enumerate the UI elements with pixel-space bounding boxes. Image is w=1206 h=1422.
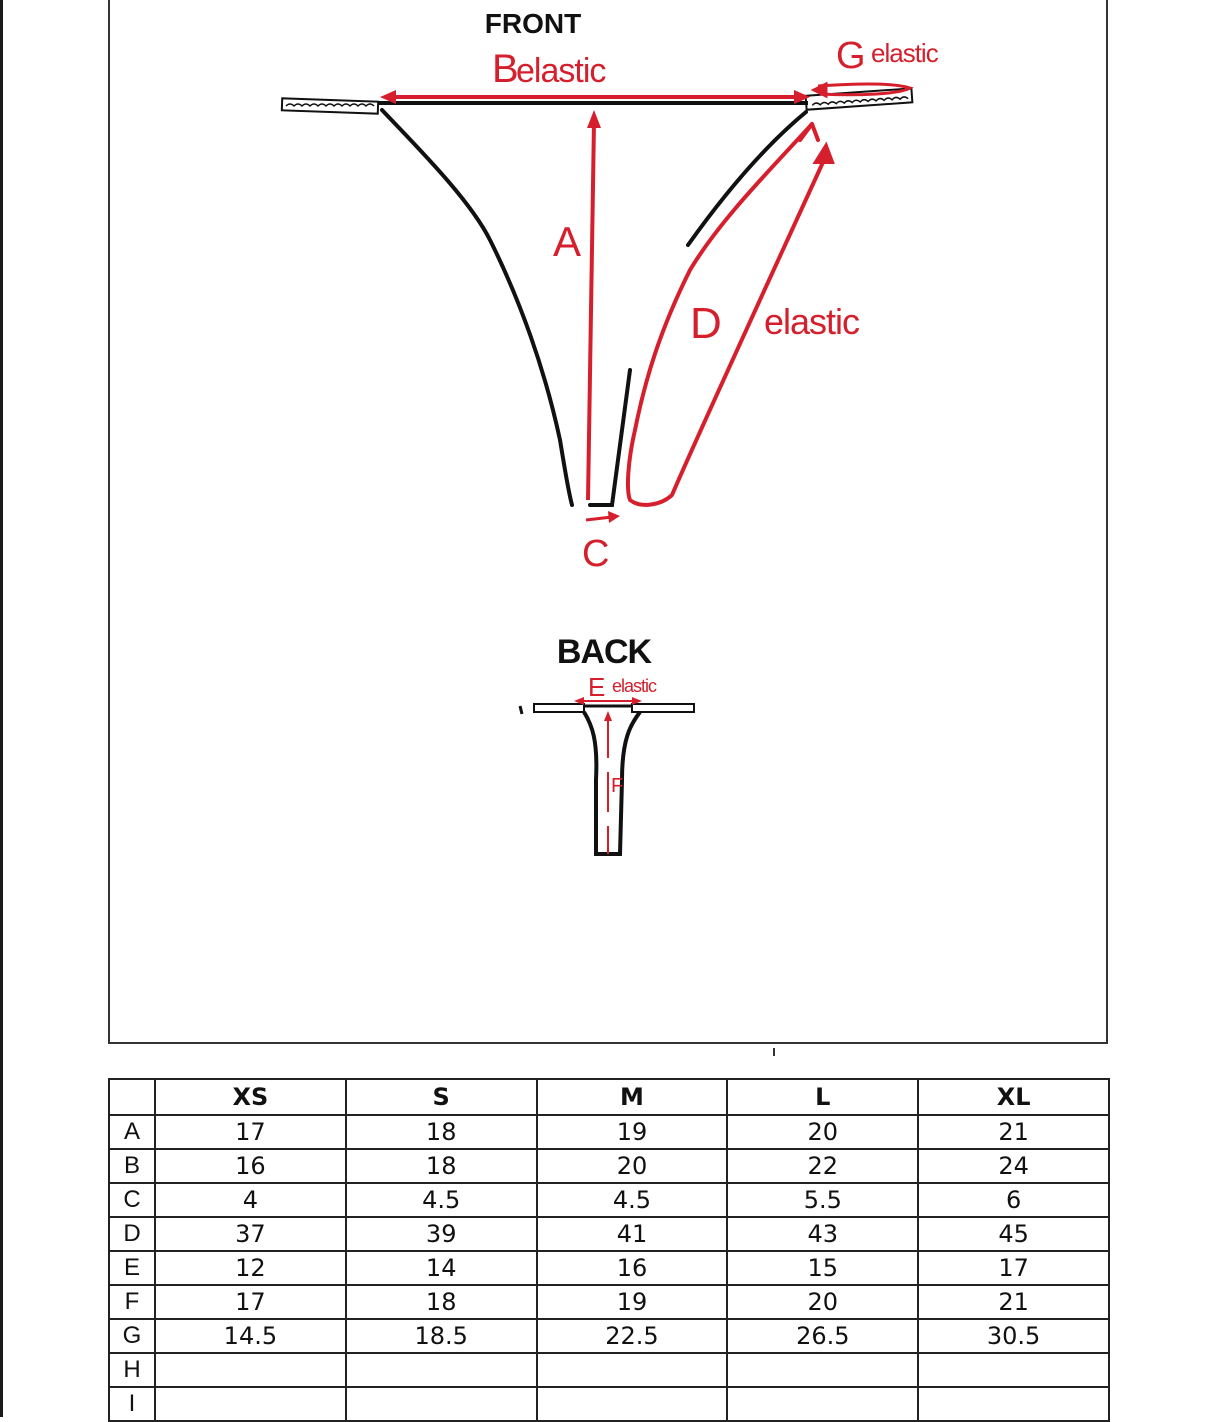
measure-e-word: elastic bbox=[612, 676, 657, 696]
header-empty bbox=[108, 1078, 156, 1116]
cell: 18 bbox=[344, 1284, 538, 1320]
cell: 20 bbox=[535, 1148, 729, 1184]
table-row: H bbox=[108, 1352, 1110, 1388]
measure-b-letter: B bbox=[492, 47, 519, 91]
measure-d bbox=[625, 122, 835, 507]
cell bbox=[535, 1386, 729, 1422]
cell: 43 bbox=[726, 1216, 920, 1252]
header-s: S bbox=[344, 1078, 538, 1116]
cell: 22.5 bbox=[535, 1318, 729, 1354]
table-row: A 17 18 19 20 21 bbox=[108, 1114, 1110, 1150]
measure-g-letter: G bbox=[836, 35, 866, 77]
cell: 19 bbox=[535, 1284, 729, 1320]
cell bbox=[917, 1386, 1110, 1422]
measure-f bbox=[604, 711, 612, 854]
cell: 15 bbox=[726, 1250, 920, 1286]
cell: 14.5 bbox=[154, 1318, 347, 1354]
cell bbox=[535, 1352, 729, 1388]
cell: 4.5 bbox=[344, 1182, 538, 1218]
garment-diagram: FRONT B elastic G elastic A D elasti bbox=[280, 8, 940, 1056]
table-row: E 12 14 16 15 17 bbox=[108, 1250, 1110, 1286]
row-label: I bbox=[108, 1386, 156, 1422]
row-label: E bbox=[108, 1250, 156, 1286]
cell: 18.5 bbox=[344, 1318, 538, 1354]
cell: 14 bbox=[344, 1250, 538, 1286]
cell: 45 bbox=[917, 1216, 1110, 1252]
row-label: C bbox=[108, 1182, 156, 1218]
cell: 16 bbox=[154, 1148, 347, 1184]
measure-f-letter: F bbox=[611, 775, 623, 797]
measure-d-letter: D bbox=[690, 299, 722, 348]
back-waistband bbox=[518, 703, 695, 715]
cell: 20 bbox=[726, 1114, 920, 1150]
cell: 37 bbox=[154, 1216, 347, 1252]
table-row: G 14.5 18.5 22.5 26.5 30.5 bbox=[108, 1318, 1110, 1354]
cell: 26.5 bbox=[726, 1318, 920, 1354]
cell: 16 bbox=[535, 1250, 729, 1286]
measure-b bbox=[380, 90, 810, 104]
cell bbox=[726, 1352, 920, 1388]
row-label: D bbox=[108, 1216, 156, 1252]
measure-c-letter: C bbox=[582, 533, 609, 575]
size-chart-table: XS S M L XL A 17 18 19 20 21 B 16 18 20 … bbox=[108, 1078, 1110, 1422]
header-m: M bbox=[535, 1078, 729, 1116]
cell: 17 bbox=[917, 1250, 1110, 1286]
table-row: B 16 18 20 22 24 bbox=[108, 1148, 1110, 1184]
cell bbox=[344, 1386, 538, 1422]
cell: 41 bbox=[535, 1216, 729, 1252]
row-label: B bbox=[108, 1148, 156, 1184]
table-row: F 17 18 19 20 21 bbox=[108, 1284, 1110, 1320]
table-header-row: XS S M L XL bbox=[108, 1078, 1110, 1116]
row-label: F bbox=[108, 1284, 156, 1320]
front-title: FRONT bbox=[485, 8, 581, 39]
measure-d-word: elastic bbox=[764, 301, 860, 342]
measure-a-letter: A bbox=[553, 218, 581, 265]
front-body-outline bbox=[380, 108, 808, 507]
cell bbox=[344, 1352, 538, 1388]
header-xl: XL bbox=[917, 1078, 1110, 1116]
table-row: I bbox=[108, 1386, 1110, 1422]
cell: 17 bbox=[154, 1284, 347, 1320]
measure-e-letter: E bbox=[588, 672, 605, 702]
cell: 5.5 bbox=[726, 1182, 920, 1218]
cell: 22 bbox=[726, 1148, 920, 1184]
cell: 6 bbox=[917, 1182, 1110, 1218]
header-xs: XS bbox=[154, 1078, 347, 1116]
measure-g-word: elastic bbox=[871, 38, 939, 68]
cell: 19 bbox=[535, 1114, 729, 1150]
cell: 24 bbox=[917, 1148, 1110, 1184]
cell: 18 bbox=[344, 1114, 538, 1150]
row-label: H bbox=[108, 1352, 156, 1388]
measure-a bbox=[586, 110, 601, 501]
table-row: D 37 39 41 43 45 bbox=[108, 1216, 1110, 1252]
cell: 30.5 bbox=[917, 1318, 1110, 1354]
cell: 21 bbox=[917, 1284, 1110, 1320]
row-label: G bbox=[108, 1318, 156, 1354]
cell bbox=[726, 1386, 920, 1422]
measure-b-word: elastic bbox=[516, 52, 606, 90]
cell bbox=[154, 1352, 347, 1388]
measure-g bbox=[810, 81, 914, 99]
table-row: C 4 4.5 4.5 5.5 6 bbox=[108, 1182, 1110, 1218]
cell: 18 bbox=[344, 1148, 538, 1184]
cell bbox=[917, 1352, 1110, 1388]
back-title: BACK bbox=[557, 633, 653, 671]
cell bbox=[154, 1386, 347, 1422]
measure-c bbox=[585, 511, 620, 523]
header-l: L bbox=[726, 1078, 920, 1116]
cell: 21 bbox=[917, 1114, 1110, 1150]
measure-e bbox=[574, 697, 642, 705]
cell: 4 bbox=[154, 1182, 347, 1218]
cell: 4.5 bbox=[535, 1182, 729, 1218]
cell: 39 bbox=[344, 1216, 538, 1252]
cell: 20 bbox=[726, 1284, 920, 1320]
cell: 12 bbox=[154, 1250, 347, 1286]
cell: 17 bbox=[154, 1114, 347, 1150]
diagram-frame bbox=[108, 0, 1108, 1044]
page-left-border bbox=[0, 0, 3, 1417]
row-label: A bbox=[108, 1114, 156, 1150]
